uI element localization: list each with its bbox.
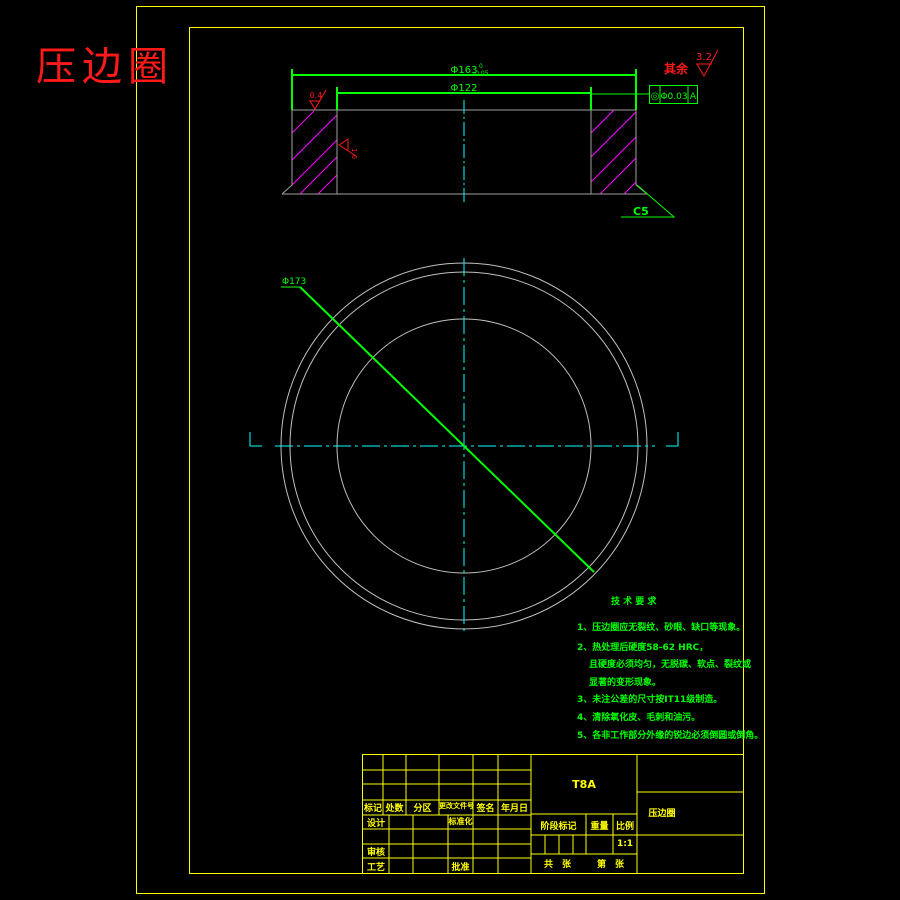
total-sheets: 共 张 (543, 860, 571, 870)
dim-inner (336, 87, 592, 110)
requirement-line: 2、热处理后硬度58-62 HRC， (577, 643, 709, 653)
header-change-doc: 更改文件号 (439, 802, 474, 810)
header-mark: 标记 (363, 804, 382, 814)
section-mark-right (666, 432, 679, 447)
outer-tol-upper: 0 (479, 63, 483, 70)
circle-dia-label: Φ173 (282, 277, 306, 287)
plan-view: Φ173 (249, 258, 679, 635)
approve-label: 批准 (451, 863, 470, 873)
header-zone: 分区 (413, 804, 432, 814)
material-label: T8A (572, 778, 596, 791)
roughness-other-icon (696, 49, 719, 78)
hatch-right (590, 109, 637, 195)
requirement-line: 1、压边圈应无裂纹、砂眼、缺口等现象。 (577, 623, 746, 633)
roughness-top-value: 0.4 (310, 91, 323, 100)
datum-label: A (690, 92, 697, 102)
review-label: 审核 (366, 848, 385, 858)
drawing-title: 压边圈 (36, 44, 174, 90)
part-name: 压边圈 (648, 809, 676, 819)
requirement-line: 5、各非工作部分外缘的锐边必须倒圆或倒角。 (577, 731, 764, 741)
hatch-left (291, 110, 338, 195)
roughness-top-icon (309, 89, 327, 110)
outer-tol-lower: -0.05 (473, 70, 489, 77)
requirement-line: 显著的变形现象。 (589, 678, 662, 688)
tolerance-value: Φ0.03 (660, 92, 687, 102)
header-date: 年月日 (500, 804, 528, 814)
outer-frame (136, 6, 765, 894)
roughness-bore-icon (338, 138, 357, 157)
stage-label: 阶段标记 (540, 822, 577, 832)
roughness-bore-value: 1.6 (350, 148, 358, 160)
roughness-other-value: 3.2 (696, 52, 712, 63)
design-label: 设计 (366, 819, 385, 829)
requirements-heading: 技 术 要 求 (611, 597, 657, 607)
dim-outer (291, 69, 637, 110)
inner-dia-label: Φ122 (451, 83, 478, 94)
section-mark-left (249, 432, 262, 447)
section-view: Φ163 0 -0.05 Φ122 ◎ Φ0.03 A 0.4 1.6 3.2 … (281, 49, 719, 218)
chamfer-leader (621, 184, 676, 218)
chamfer-label: C5 (633, 205, 649, 218)
requirement-line: 3、未注公差的尺寸按IT11级制造。 (577, 695, 723, 705)
scale-label: 比例 (615, 822, 634, 832)
header-count: 处数 (385, 804, 404, 814)
other-label: 其余 (664, 61, 689, 76)
concentricity-symbol: ◎ (651, 91, 660, 102)
title-block-grid (362, 754, 744, 874)
process-label: 工艺 (366, 863, 385, 873)
standard-label: 标准化 (448, 817, 473, 826)
inner-frame (189, 27, 744, 874)
weight-label: 重量 (590, 822, 609, 832)
requirement-line: 且硬度必须均匀，无脱碳、软点、裂纹或 (589, 660, 752, 670)
tolerance-frame (649, 85, 698, 104)
diameter-leader (299, 286, 595, 573)
outer-dia-label: Φ163 (451, 65, 478, 76)
requirement-line: 4、清除氧化皮、毛刺和油污。 (577, 713, 701, 723)
scale-value: 1:1 (616, 839, 634, 849)
header-signature: 签名 (476, 804, 495, 814)
sheet-number: 第 张 (596, 860, 624, 870)
